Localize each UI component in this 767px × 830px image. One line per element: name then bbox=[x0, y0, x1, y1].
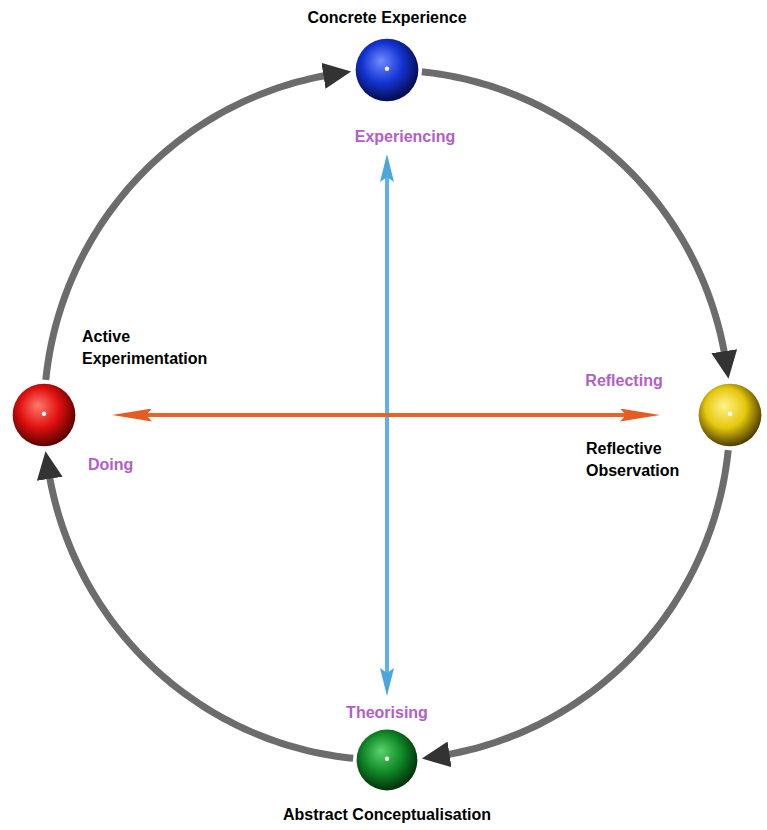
sphere-shape bbox=[698, 383, 762, 447]
stage-label: Concrete Experience bbox=[307, 7, 466, 29]
axis-arrow bbox=[385, 168, 389, 682]
stage-label: Doing bbox=[88, 454, 133, 476]
label-holder: Theorising bbox=[346, 702, 428, 724]
cycle-arrow bbox=[48, 465, 354, 758]
sphere-highlight bbox=[42, 411, 46, 415]
label-holder: Reflecting bbox=[585, 370, 662, 392]
sphere-node: Concrete ExperienceExperiencing bbox=[355, 38, 419, 102]
stage-label: Experiencing bbox=[355, 126, 455, 148]
sphere-body bbox=[356, 39, 419, 102]
stage-label: Reflecting bbox=[585, 370, 662, 392]
stage-label: Active Experimentation bbox=[82, 326, 242, 370]
sphere-body bbox=[699, 384, 762, 447]
label-holder: Concrete Experience bbox=[307, 7, 466, 29]
label-holder: Experiencing bbox=[355, 126, 455, 148]
connector-group bbox=[46, 72, 728, 759]
sphere-body bbox=[357, 730, 418, 791]
sphere-shape bbox=[356, 729, 418, 791]
label-holder: Reflective Observation bbox=[586, 438, 716, 482]
sphere-shape bbox=[12, 383, 76, 447]
stage-label: Abstract Conceptualisation bbox=[283, 804, 491, 826]
cycle-arrow bbox=[46, 74, 338, 380]
sphere-node: TheorisingAbstract Conceptualisation bbox=[356, 729, 418, 791]
cycle-arrow bbox=[422, 72, 727, 365]
sphere-highlight bbox=[728, 411, 732, 415]
label-holder: Active Experimentation bbox=[82, 326, 242, 370]
stage-label: Theorising bbox=[346, 702, 428, 724]
sphere-node: ReflectingReflective Observation bbox=[698, 383, 762, 447]
sphere-body bbox=[13, 384, 76, 447]
sphere-shape bbox=[355, 38, 419, 102]
sphere-highlight bbox=[385, 66, 389, 70]
axis-arrow bbox=[132, 413, 640, 417]
label-holder: Abstract Conceptualisation bbox=[283, 804, 491, 826]
sphere-highlight bbox=[385, 757, 389, 761]
stage-label: Reflective Observation bbox=[586, 438, 716, 482]
sphere-node: Active ExperimentationDoing bbox=[12, 383, 76, 447]
label-holder: Doing bbox=[88, 454, 133, 476]
cycle-arrow bbox=[436, 450, 729, 756]
